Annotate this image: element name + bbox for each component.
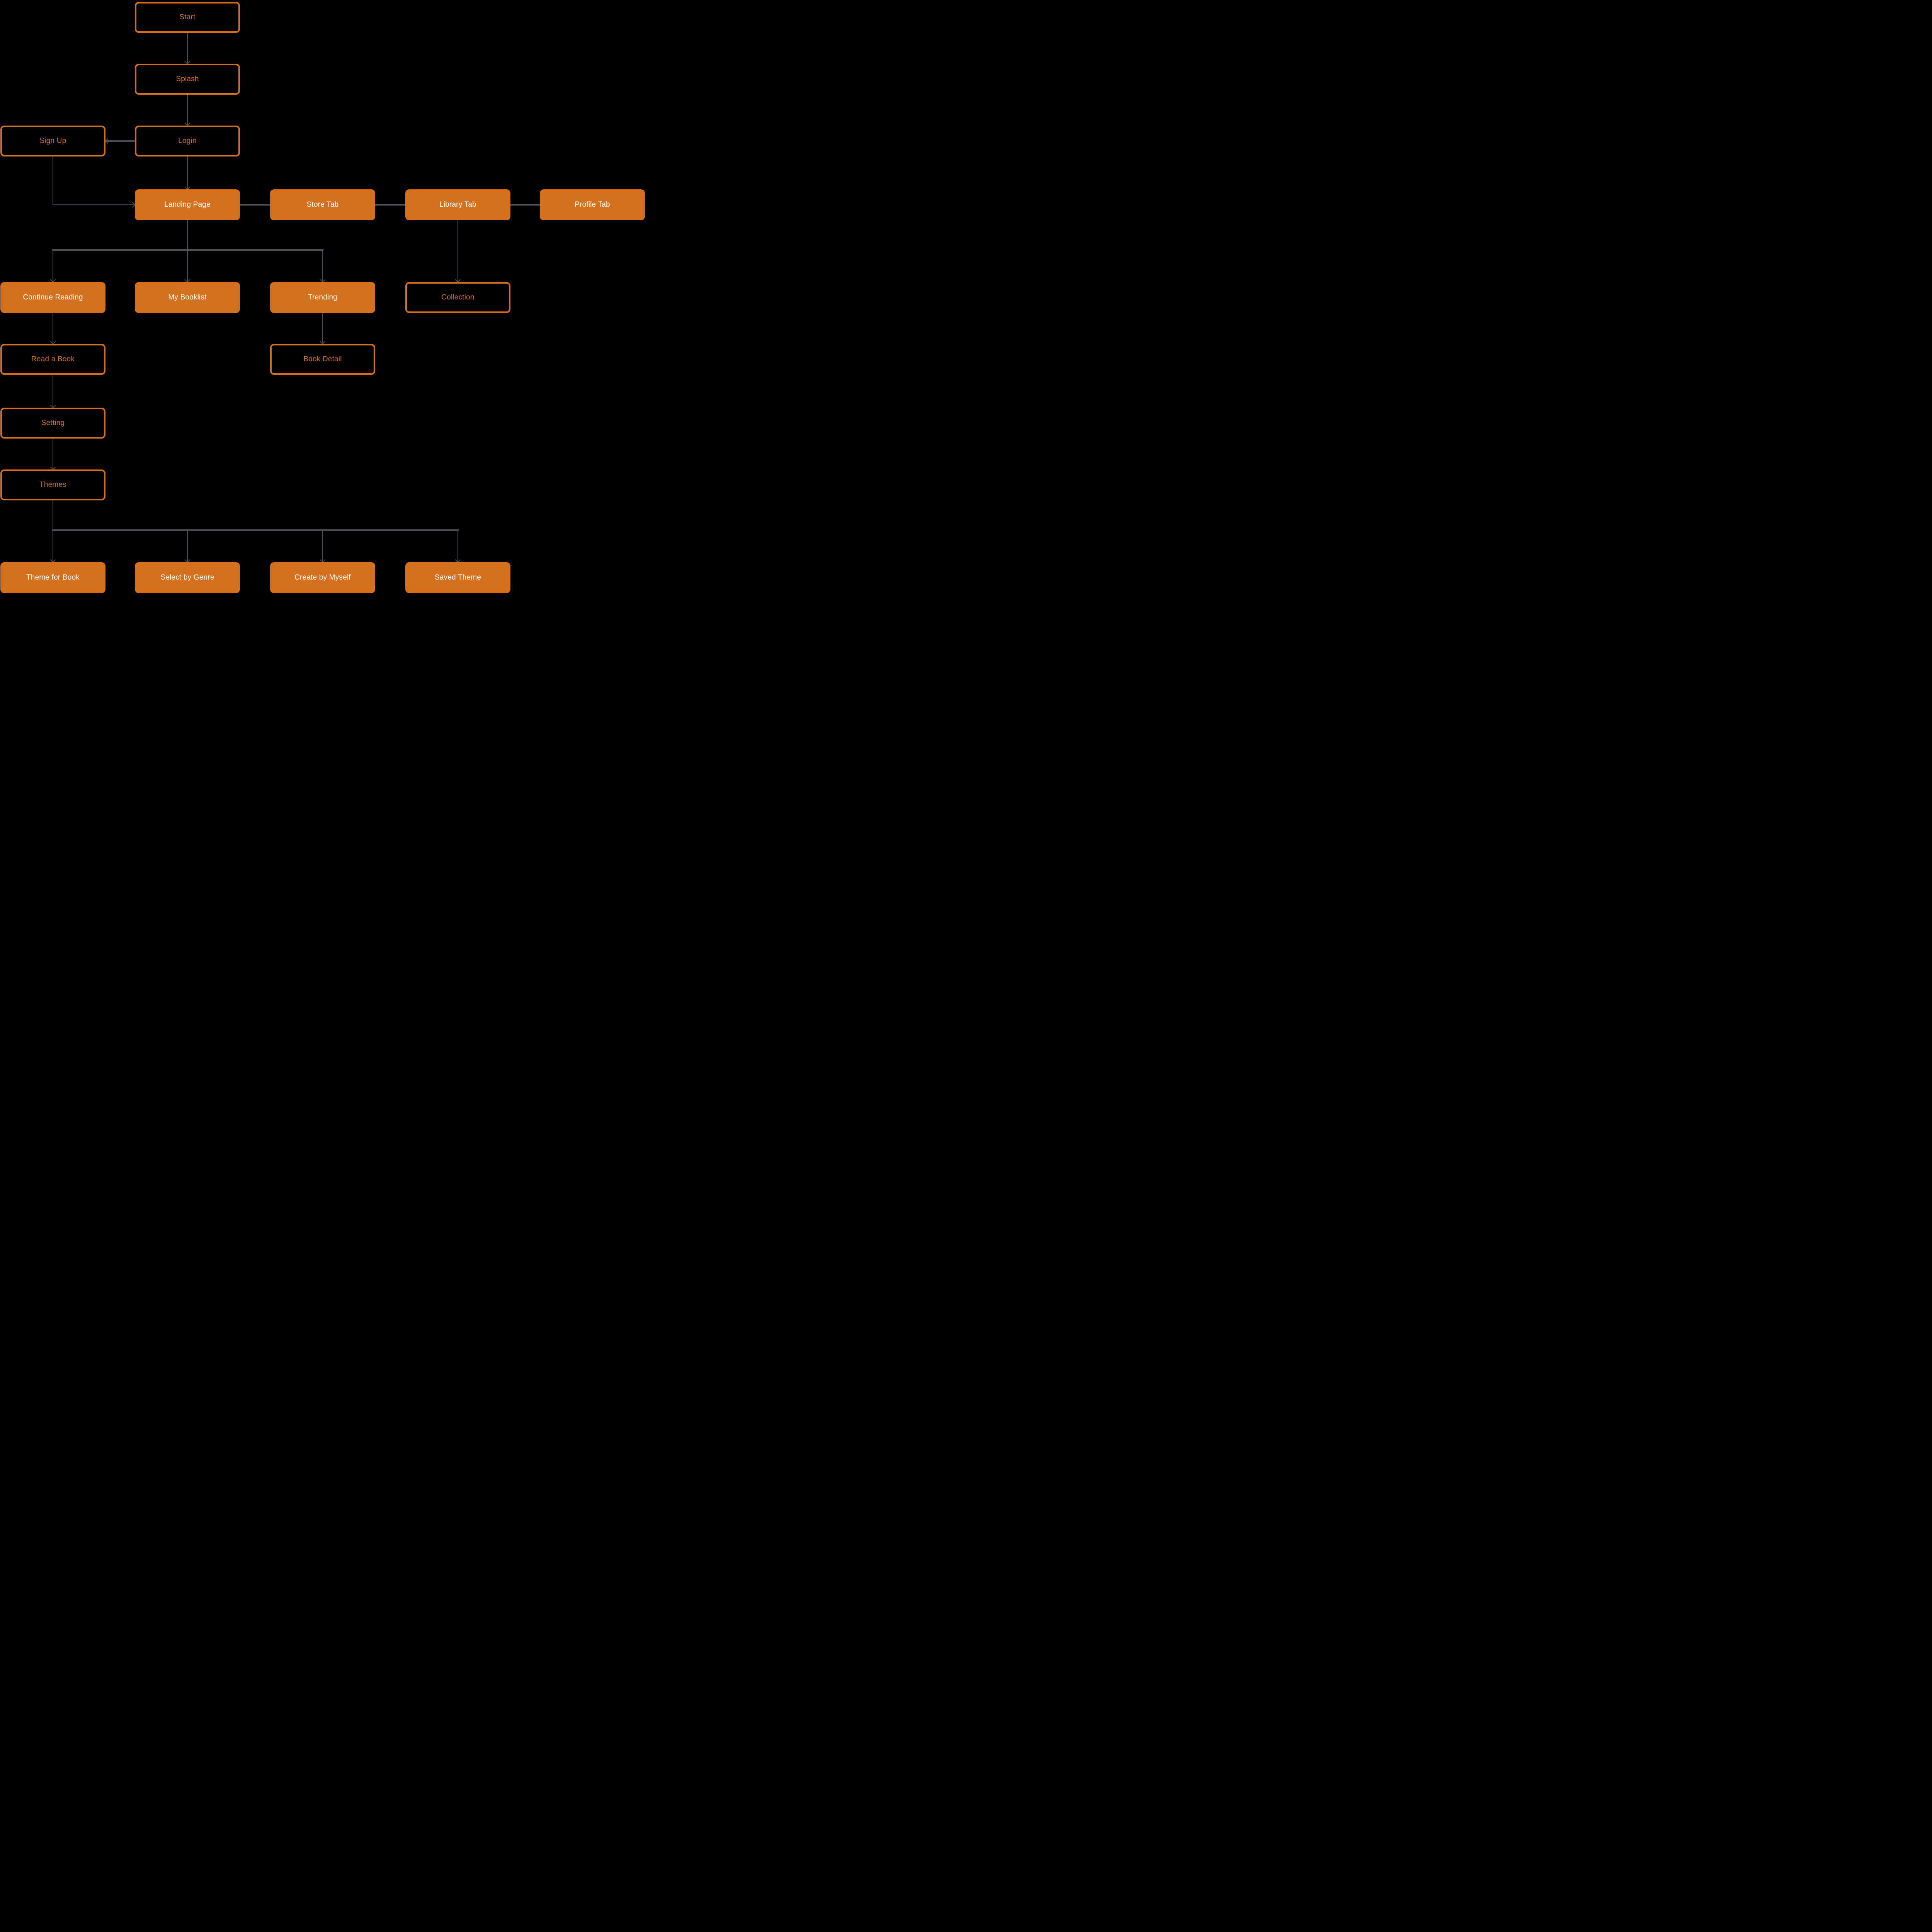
node-login: Login [135, 126, 240, 156]
node-landing-page: Landing Page [135, 189, 240, 220]
node-splash: Splash [135, 64, 240, 95]
node-trending: Trending [270, 282, 375, 313]
node-theme-for-book: Theme for Book [0, 562, 105, 593]
node-collection: Collection [405, 282, 510, 313]
node-library-tab: Library Tab [405, 189, 510, 220]
node-profile-tab: Profile Tab [540, 189, 645, 220]
node-saved-theme: Saved Theme [405, 562, 510, 593]
node-start: Start [135, 2, 240, 33]
flowchart-canvas: Start Splash Sign Up Login Landing Page … [0, 0, 646, 594]
node-read-a-book: Read a Book [0, 344, 105, 375]
node-setting: Setting [0, 408, 105, 439]
node-my-booklist: My Booklist [135, 282, 240, 313]
node-themes: Themes [0, 469, 105, 500]
node-book-detail: Book Detail [270, 344, 375, 375]
node-select-by-genre: Select by Genre [135, 562, 240, 593]
node-sign-up: Sign Up [0, 126, 105, 156]
node-create-by-myself: Create by Myself [270, 562, 375, 593]
node-continue-reading: Continue Reading [0, 282, 105, 313]
connector-layer [0, 33, 540, 594]
node-store-tab: Store Tab [270, 189, 375, 220]
